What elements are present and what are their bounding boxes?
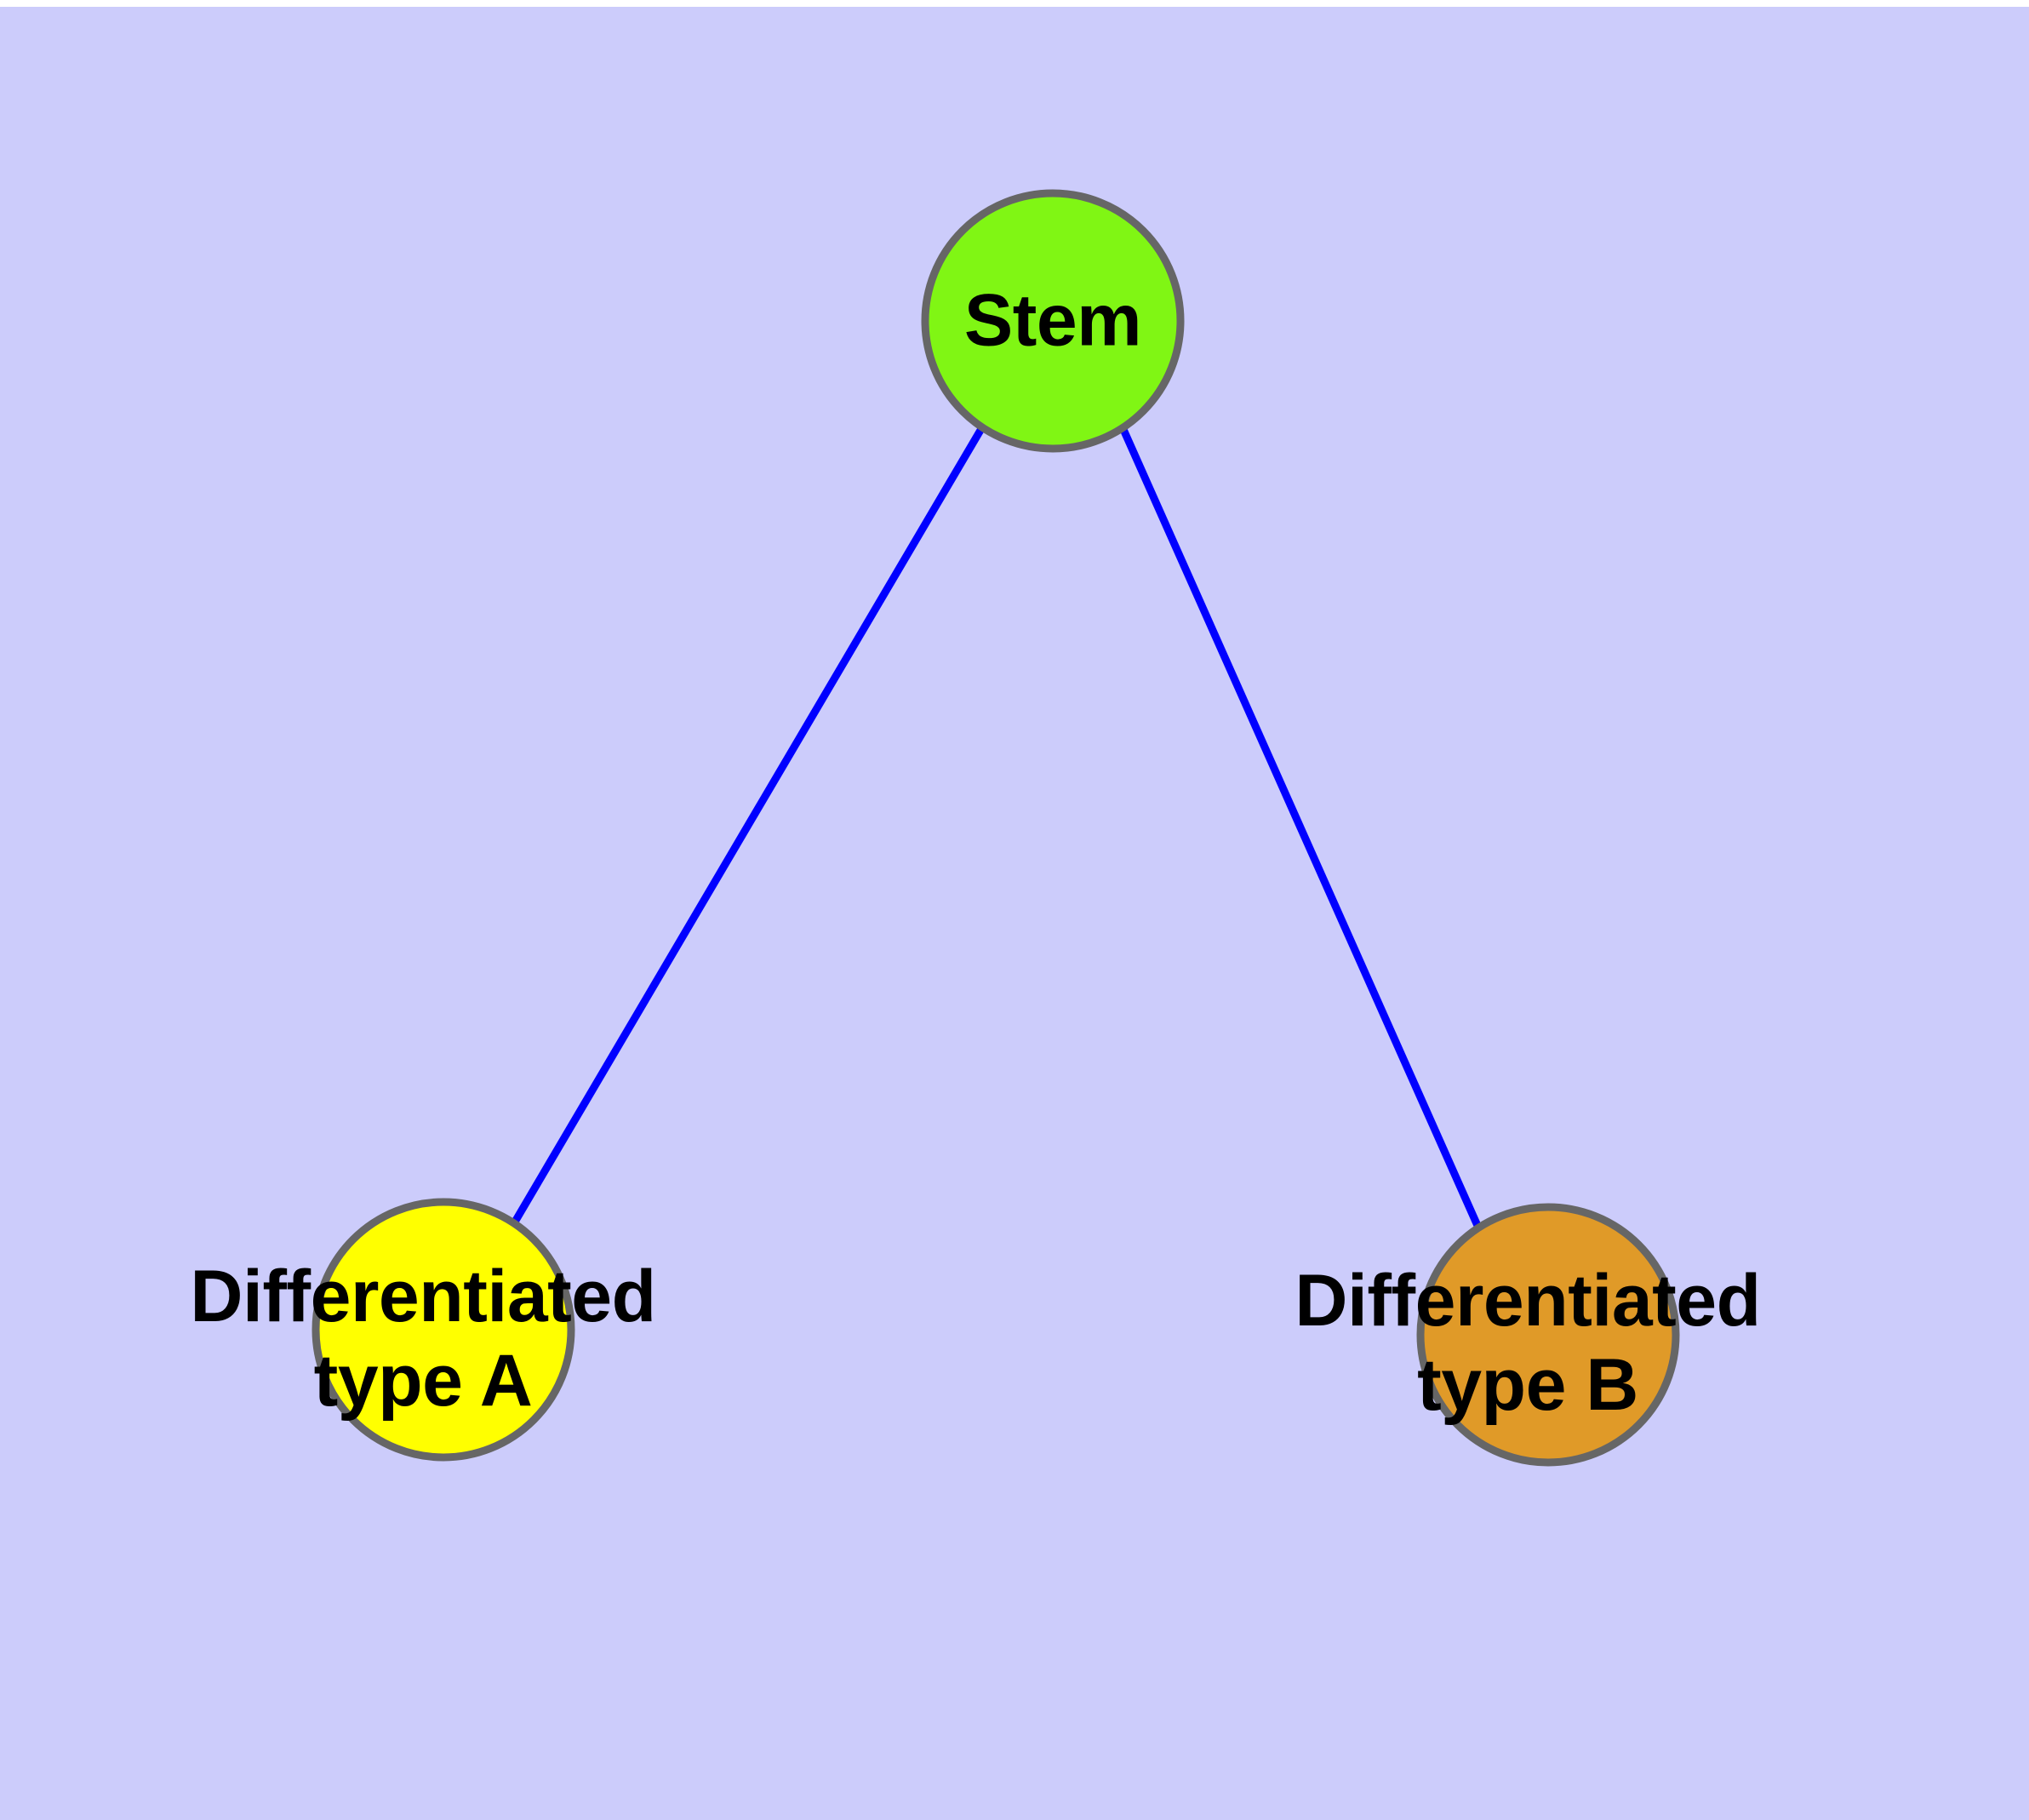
graph-node-diff_a[interactable] [311,1198,575,1462]
graph-node-diff_b[interactable] [1416,1203,1680,1467]
nodes-group [311,189,1680,1467]
graph-node-stem[interactable] [921,189,1185,453]
graph-edge[interactable] [511,425,986,1226]
edges-group [511,424,1483,1229]
graph-edge[interactable] [1117,424,1483,1229]
